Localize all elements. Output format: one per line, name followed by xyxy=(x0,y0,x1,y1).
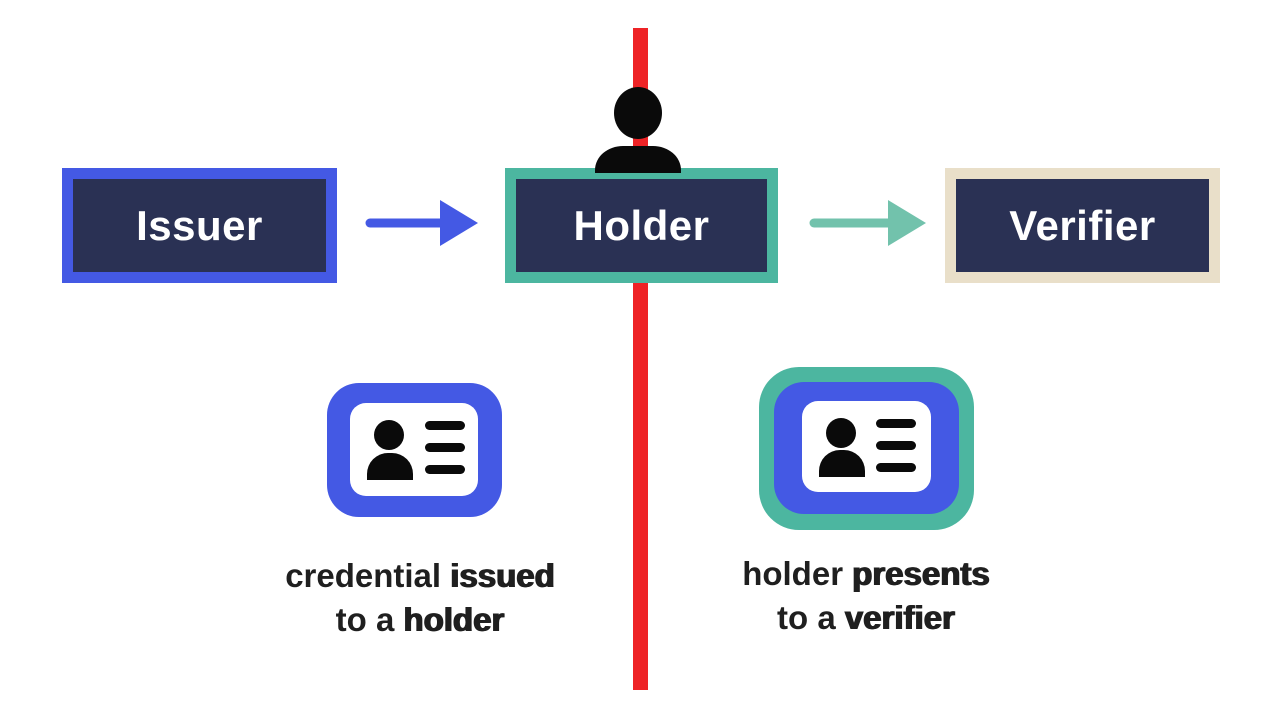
credential-issued-icon xyxy=(327,383,502,517)
person-head xyxy=(614,87,662,139)
arrow-head xyxy=(888,200,926,246)
verifier-box: Verifier xyxy=(945,168,1220,283)
caption-holder-presents: holder presents to a verifier xyxy=(626,552,1106,640)
caption-text: to a xyxy=(335,601,395,638)
card-photo-shoulders xyxy=(819,450,865,477)
caption-line: to a verifier xyxy=(626,596,1106,640)
holder-label: Holder xyxy=(573,201,710,249)
caption-text-bold: presents xyxy=(852,555,990,592)
issuer-label: Issuer xyxy=(136,201,263,249)
caption-text: holder xyxy=(742,555,844,592)
card-text-line xyxy=(425,421,465,430)
caption-line: to a holder xyxy=(180,598,660,642)
verifier-label: Verifier xyxy=(1009,201,1156,249)
card-text-line xyxy=(876,463,916,472)
arrow-holder-to-verifier-icon xyxy=(809,200,926,246)
card-text-line xyxy=(876,441,916,450)
caption-line: holder presents xyxy=(626,552,1106,596)
caption-text-bold: holder xyxy=(403,601,505,638)
card-photo-head xyxy=(826,418,856,448)
caption-credential-issued: credential issued to a holder xyxy=(180,554,660,642)
credential-presented-icon xyxy=(759,367,974,530)
card-text-line xyxy=(425,465,465,474)
arrow-issuer-to-holder-icon xyxy=(365,200,478,246)
caption-text-bold: verifier xyxy=(844,599,955,636)
card-photo-head xyxy=(374,420,404,450)
card-text-line xyxy=(425,443,465,452)
caption-line: credential issued xyxy=(180,554,660,598)
person-shoulders xyxy=(595,146,681,173)
issuer-box: Issuer xyxy=(62,168,337,283)
card-text-line xyxy=(876,419,916,428)
person-icon xyxy=(595,87,681,173)
holder-box: Holder xyxy=(505,168,778,283)
caption-text-bold: issued xyxy=(450,557,555,594)
card-photo-shoulders xyxy=(367,453,413,480)
arrow-head xyxy=(440,200,478,246)
caption-text: to a xyxy=(777,599,836,636)
caption-text: credential xyxy=(285,557,442,594)
